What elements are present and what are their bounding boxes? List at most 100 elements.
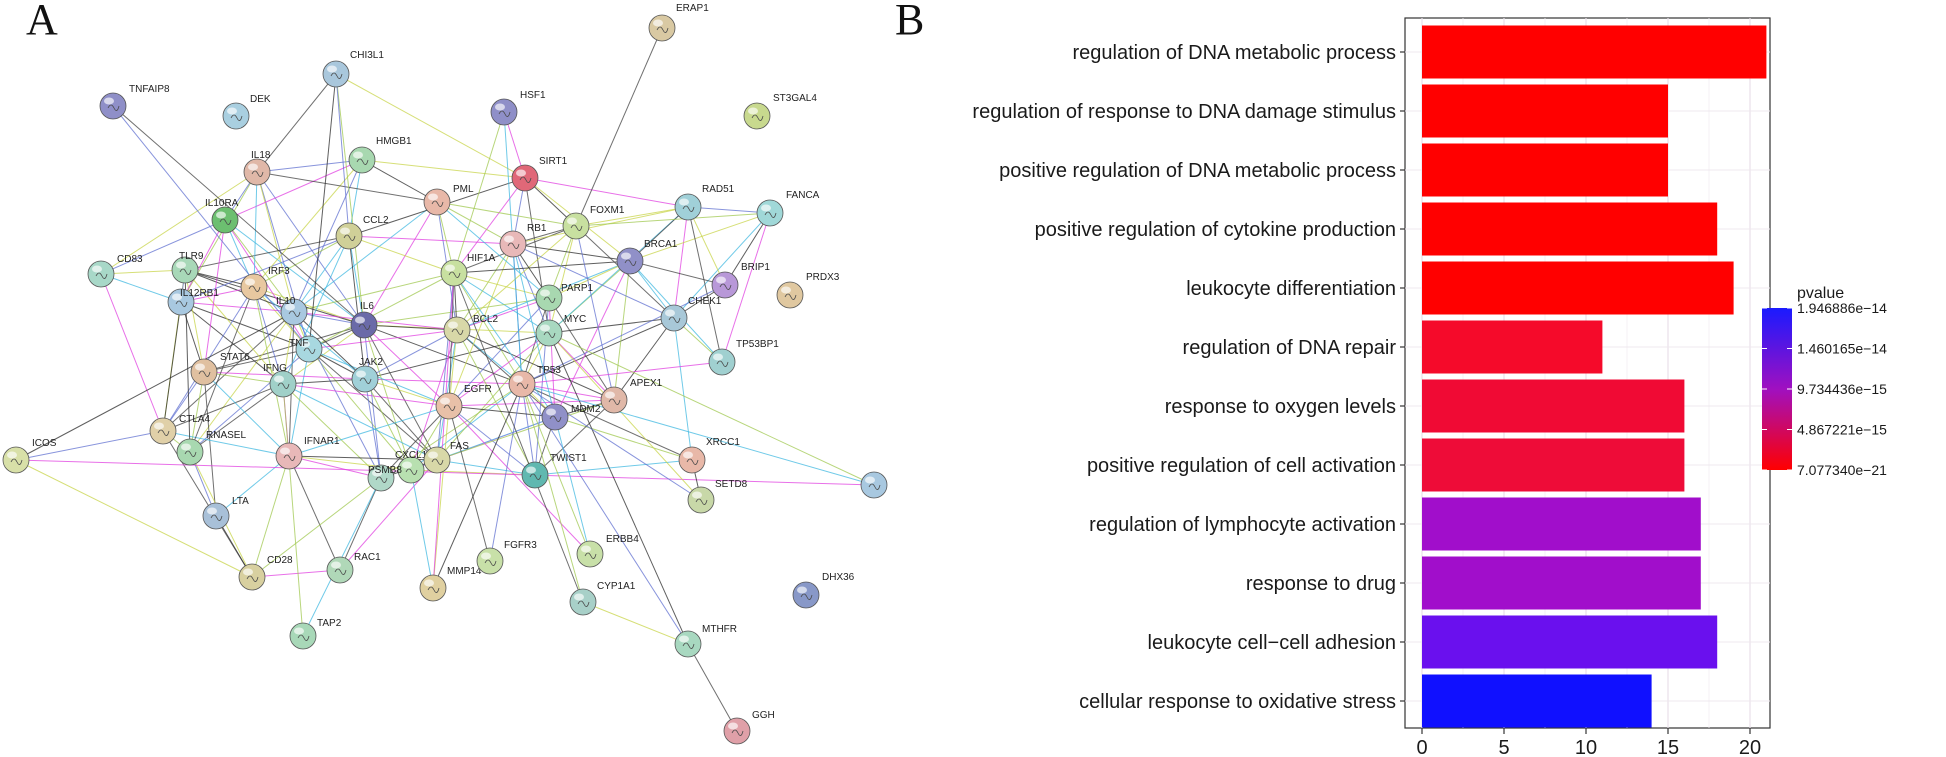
network-edge: [364, 329, 458, 380]
node-label: RAC1: [354, 552, 381, 563]
node-label: SIRT1: [539, 156, 568, 167]
node-highlight: [300, 340, 310, 348]
network-edge: [282, 383, 438, 461]
node-structure-glyph: [184, 450, 197, 457]
network-edge: [253, 286, 366, 380]
network-node: PARP1: [535, 283, 593, 312]
node-highlight: [176, 261, 186, 269]
network-edge: [456, 243, 514, 331]
network-node: TNF: [289, 335, 323, 363]
node-structure-glyph: [358, 323, 371, 330]
network-edge: [100, 273, 164, 432]
network-edge: [575, 225, 615, 401]
network-edge: [100, 269, 186, 275]
node-label: TAP2: [317, 618, 342, 629]
network-edge: [282, 383, 304, 637]
network-edge: [512, 243, 556, 418]
bar: [1422, 556, 1701, 610]
node-structure-glyph: [507, 242, 520, 249]
network-edge: [456, 225, 577, 331]
network-node: BCL2: [443, 314, 498, 344]
node-highlight: [546, 408, 556, 416]
network-node: PSMB8: [367, 464, 402, 492]
bars: [1422, 25, 1767, 728]
network-node: CYP1A1: [569, 581, 636, 616]
node-highlight: [356, 370, 366, 378]
node-highlight: [245, 278, 255, 286]
x-tick-label: 20: [1739, 737, 1761, 757]
node-label: IL18: [251, 150, 271, 161]
node-label: EGFR: [464, 384, 492, 395]
node-label: TP53: [537, 365, 561, 376]
node-structure-glyph: [784, 293, 797, 300]
network-edge: [15, 459, 253, 578]
node-highlight: [7, 451, 17, 459]
network-edge: [288, 348, 310, 457]
node-label: FANCA: [786, 190, 820, 201]
network-edge: [364, 378, 450, 407]
node-label: PML: [453, 184, 474, 195]
network-node: [860, 471, 888, 499]
legend-label: 1.460165e−14: [1797, 341, 1887, 357]
network-edge: [613, 260, 631, 401]
network-edge: [189, 383, 284, 453]
network-node: DHX36: [792, 572, 855, 609]
node-highlight: [692, 491, 702, 499]
node-label: HIF1A: [467, 253, 496, 264]
node-structure-glyph: [682, 642, 695, 649]
network-edge: [288, 455, 382, 479]
node-highlight: [445, 264, 455, 272]
legend-labels: 1.946886e−141.460165e−149.734436e−154.86…: [1762, 300, 1887, 478]
node-highlight: [172, 293, 182, 301]
network-node: MYC: [535, 314, 586, 347]
network-edge: [575, 206, 689, 227]
legend-label: 1.946886e−14: [1797, 300, 1887, 316]
node-highlight: [513, 375, 523, 383]
panel-letter-a: A: [26, 0, 58, 44]
node-highlight: [104, 97, 114, 105]
node-structure-glyph: [219, 218, 232, 225]
node-structure-glyph: [179, 268, 192, 275]
network-edge: [453, 272, 523, 385]
bar: [1422, 202, 1718, 256]
node-structure-glyph: [251, 170, 264, 177]
node-structure-glyph: [297, 634, 310, 641]
network-edge: [521, 361, 723, 385]
node-structure-glyph: [230, 114, 243, 121]
node-structure-glyph: [608, 398, 621, 405]
network-node: FGFR3: [476, 540, 537, 575]
node-highlight: [327, 65, 337, 73]
node-label: STAT6: [220, 352, 250, 363]
legend-label: 9.734436e−15: [1797, 381, 1887, 397]
network-edge: [293, 201, 438, 313]
network-edge: [363, 324, 450, 407]
node-highlight: [481, 552, 491, 560]
network-edge: [180, 301, 295, 313]
node-highlight: [781, 286, 791, 294]
node-highlight: [581, 545, 591, 553]
node-highlight: [679, 198, 689, 206]
network-edge: [554, 416, 591, 555]
network-edge: [282, 383, 382, 479]
node-highlight: [248, 163, 258, 171]
network-edge: [687, 206, 723, 363]
network-edge: [453, 111, 505, 274]
node-label: MTHFR: [702, 624, 737, 635]
node-label: IL10RA: [205, 198, 239, 209]
bar: [1422, 615, 1718, 669]
node-highlight: [516, 169, 526, 177]
network-edge: [184, 269, 205, 373]
node-structure-glyph: [330, 72, 343, 79]
network-node: IFNAR1: [275, 436, 340, 470]
node-structure-glyph: [656, 26, 669, 33]
network-edge: [436, 201, 577, 227]
network-node: CHEK1: [660, 296, 722, 332]
node-highlight: [195, 363, 205, 371]
node-structure-glyph: [498, 110, 511, 117]
node-structure-glyph: [443, 404, 456, 411]
node-structure-glyph: [731, 729, 744, 736]
network-edge: [308, 272, 455, 350]
node-highlight: [274, 375, 284, 383]
legend-label: 7.077340e−21: [1797, 462, 1887, 478]
node-structure-glyph: [356, 158, 369, 165]
